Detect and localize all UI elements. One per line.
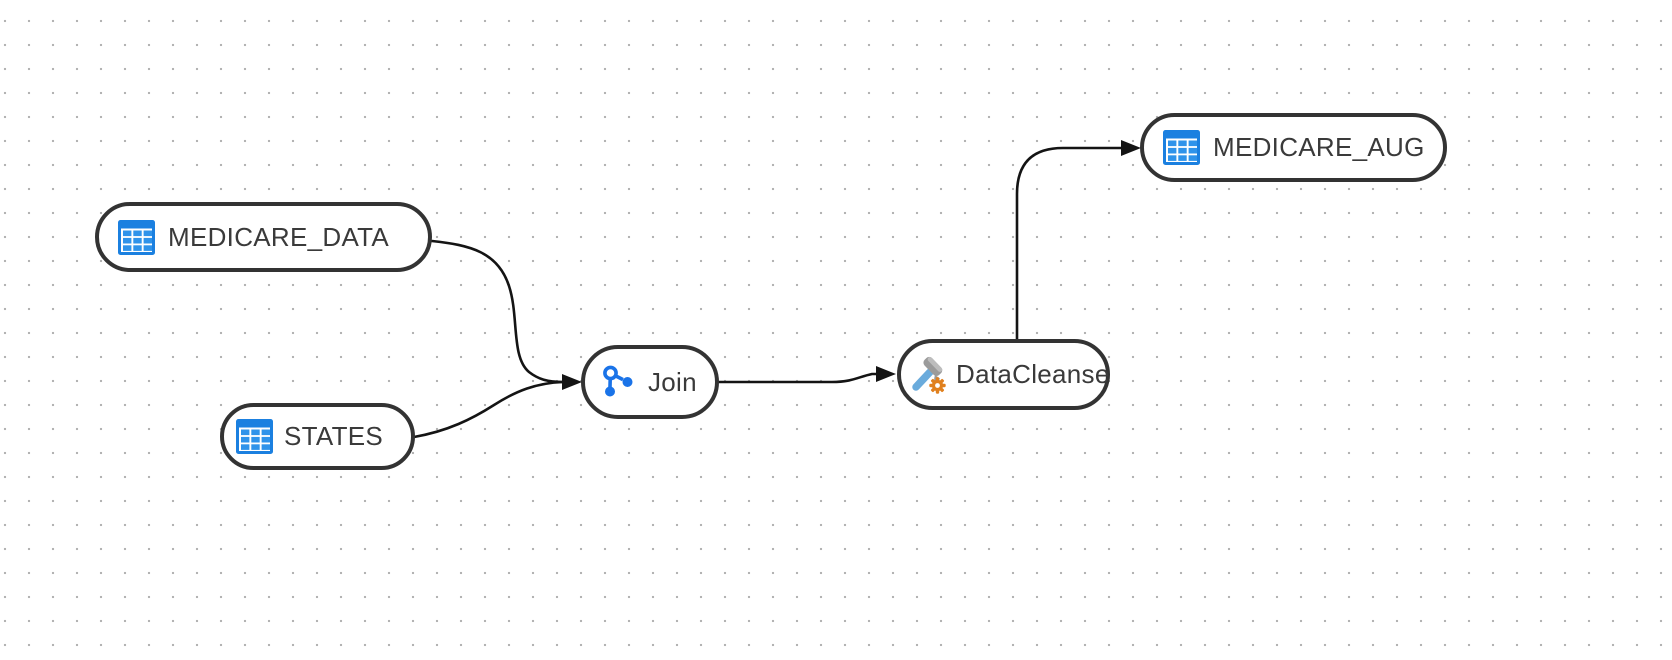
node-label: STATES [284,421,384,451]
node-medicare-aug[interactable]: MEDICARE_AUG [1140,113,1447,182]
hammer-gear-icon [910,355,950,395]
node-label: MEDICARE_AUG [1213,132,1425,162]
node-datacleanse[interactable]: DataCleanse [897,339,1110,410]
edge-states-to-join [412,380,565,439]
node-label: MEDICARE_DATA [168,221,390,252]
table-icon [118,219,155,255]
arrowhead-into-datacleanse [876,366,896,382]
node-join[interactable]: Join [581,345,719,419]
table-icon [236,419,273,454]
edge-join-to-datacleanse [717,372,879,384]
edge-medicare-data-to-join [430,239,565,384]
node-medicare-data[interactable]: MEDICARE_DATA [95,202,432,272]
node-states[interactable]: STATES [220,403,415,470]
arrowhead-into-medicare-aug [1121,140,1141,156]
join-icon [599,363,637,401]
arrowhead-into-join [562,374,582,390]
edge-datacleanse-to-medicare-aug [1015,146,1125,341]
node-label: DataCleanse [956,359,1110,389]
table-icon [1163,130,1200,165]
node-label: Join [648,366,697,397]
